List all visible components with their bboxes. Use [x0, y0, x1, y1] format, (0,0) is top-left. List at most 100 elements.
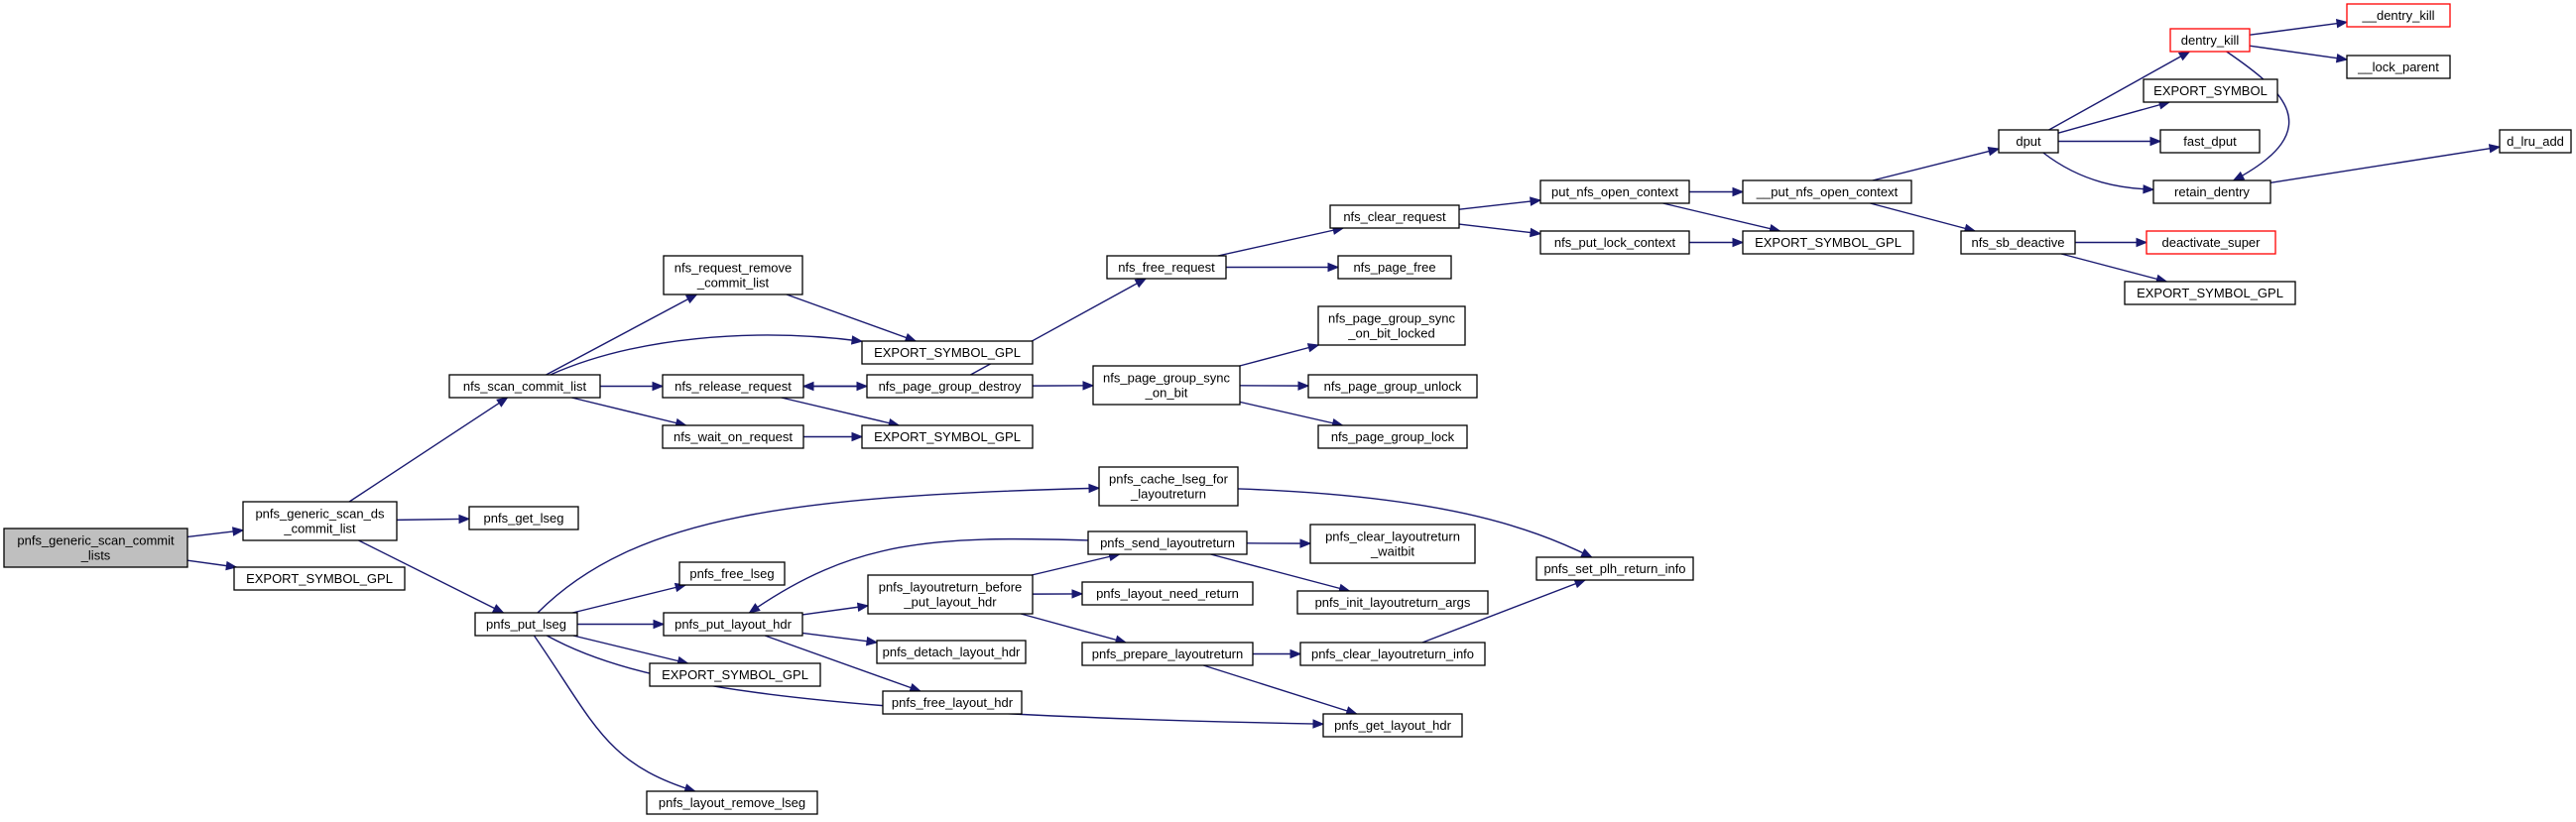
node-gen-scan-ds[interactable]: pnfs_generic_scan_ds_commit_list [242, 501, 398, 541]
node-box[interactable] [1307, 374, 1478, 399]
node-box[interactable] [1098, 466, 1239, 507]
node-d-lru-add[interactable]: d_lru_add [2499, 129, 2572, 154]
node-box[interactable] [646, 790, 818, 815]
node-pnfs-detach-layout-hdr[interactable]: pnfs_detach_layout_hdr [876, 640, 1027, 664]
node-nfs-request-remove[interactable]: nfs_request_remove_commit_list [663, 255, 803, 295]
node-root[interactable]: pnfs_generic_scan_commit_lists [3, 528, 188, 568]
node-box[interactable] [2346, 3, 2451, 28]
node-pnfs-put-lseg[interactable]: pnfs_put_lseg [474, 612, 578, 637]
node-nfs-page-group-destroy[interactable]: nfs_page_group_destroy [866, 374, 1034, 399]
node-box[interactable] [662, 424, 804, 449]
node-box[interactable] [2143, 78, 2278, 103]
node-nfs-page-group-lock[interactable]: nfs_page_group_lock [1317, 424, 1468, 449]
node-pnfs-prepare-layoutreturn[interactable]: pnfs_prepare_layoutreturn [1081, 642, 1254, 666]
node-pnfs-cache-lseg[interactable]: pnfs_cache_lseg_for_layoutreturn [1098, 466, 1239, 507]
node-pnfs-put-layout-hdr[interactable]: pnfs_put_layout_hdr [663, 612, 803, 637]
node-box[interactable] [1299, 642, 1486, 666]
node-box[interactable] [1106, 255, 1227, 280]
node-export-gpl-a[interactable]: EXPORT_SYMBOL_GPL [861, 340, 1034, 365]
node---put-nfs-open-context[interactable]: __put_nfs_open_context [1742, 179, 1912, 204]
node-nfs-page-group-unlock[interactable]: nfs_page_group_unlock [1307, 374, 1478, 399]
node-box[interactable] [882, 690, 1023, 715]
node-nfs-free-request[interactable]: nfs_free_request [1106, 255, 1227, 280]
node-dput[interactable]: dput [1998, 129, 2059, 154]
node-box[interactable] [2152, 179, 2271, 204]
node-pnfs-clear-layoutreturn-info[interactable]: pnfs_clear_layoutreturn_info [1299, 642, 1486, 666]
node-retain-dentry[interactable]: retain_dentry [2152, 179, 2271, 204]
node-pnfs-free-lseg[interactable]: pnfs_free_lseg [678, 561, 786, 586]
node-pnfs-send-layoutreturn[interactable]: pnfs_send_layoutreturn [1087, 530, 1248, 555]
node-box[interactable] [1535, 556, 1694, 581]
node-box[interactable] [662, 374, 804, 399]
node-put-nfs-open-context[interactable]: put_nfs_open_context [1539, 179, 1690, 204]
node-box[interactable] [876, 640, 1027, 664]
node-box[interactable] [2169, 28, 2251, 53]
node-box[interactable] [1742, 230, 1914, 255]
node-box[interactable] [1960, 230, 2076, 255]
node---lock-parent[interactable]: __lock_parent [2346, 55, 2451, 79]
node-pnfs-layout-remove-lseg[interactable]: pnfs_layout_remove_lseg [646, 790, 818, 815]
node-fast-dput[interactable]: fast_dput [2159, 129, 2261, 154]
node-nfs-clear-request[interactable]: nfs_clear_request [1329, 204, 1460, 229]
node-box[interactable] [1742, 179, 1912, 204]
node-box[interactable] [448, 374, 601, 399]
node-box[interactable] [867, 574, 1034, 615]
node-box[interactable] [1539, 230, 1690, 255]
node-box[interactable] [1317, 305, 1466, 346]
node-pnfs-free-layout-hdr[interactable]: pnfs_free_layout_hdr [882, 690, 1023, 715]
node---dentry-kill[interactable]: __dentry_kill [2346, 3, 2451, 28]
node-nfs-put-lock-context[interactable]: nfs_put_lock_context [1539, 230, 1690, 255]
node-box[interactable] [1081, 642, 1254, 666]
node-nfs-page-group-sync-on-bit[interactable]: nfs_page_group_sync_on_bit [1092, 365, 1241, 406]
node-box[interactable] [1317, 424, 1468, 449]
node-box[interactable] [663, 612, 803, 637]
node-box[interactable] [866, 374, 1034, 399]
node-box[interactable] [474, 612, 578, 637]
node-box[interactable] [1998, 129, 2059, 154]
node-box[interactable] [1092, 365, 1241, 406]
node-box[interactable] [2124, 281, 2296, 305]
node-box[interactable] [2499, 129, 2572, 154]
node-box[interactable] [1539, 179, 1690, 204]
node-nfs-scan-commit-list[interactable]: nfs_scan_commit_list [448, 374, 601, 399]
node-export-symbol[interactable]: EXPORT_SYMBOL [2143, 78, 2278, 103]
node-box[interactable] [678, 561, 786, 586]
node-box[interactable] [233, 566, 406, 591]
node-box[interactable] [3, 528, 188, 568]
node-box[interactable] [1081, 581, 1254, 606]
node-pnfs-set-plh-return-info[interactable]: pnfs_set_plh_return_info [1535, 556, 1694, 581]
node-export-gpl-b[interactable]: EXPORT_SYMBOL_GPL [861, 424, 1034, 449]
node-pnfs-clear-layoutreturn-waitbit[interactable]: pnfs_clear_layoutreturn_waitbit [1309, 524, 1476, 564]
node-nfs-page-free[interactable]: nfs_page_free [1337, 255, 1452, 280]
node-box[interactable] [1309, 524, 1476, 564]
node-pnfs-get-layout-hdr[interactable]: pnfs_get_layout_hdr [1322, 713, 1463, 738]
node-box[interactable] [1337, 255, 1452, 280]
node-box[interactable] [1296, 590, 1489, 615]
node-box[interactable] [2159, 129, 2261, 154]
node-nfs-wait-on-request[interactable]: nfs_wait_on_request [662, 424, 804, 449]
node-box[interactable] [1329, 204, 1460, 229]
node-box[interactable] [2346, 55, 2451, 79]
node-box[interactable] [861, 340, 1034, 365]
node-box[interactable] [2146, 230, 2276, 255]
node-box[interactable] [649, 662, 821, 687]
node-box[interactable] [861, 424, 1034, 449]
node-pnfs-init-layoutreturn-args[interactable]: pnfs_init_layoutreturn_args [1296, 590, 1489, 615]
node-box[interactable] [468, 506, 579, 530]
node-export-gpl-root[interactable]: EXPORT_SYMBOL_GPL [233, 566, 406, 591]
node-nfs-sb-deactive[interactable]: nfs_sb_deactive [1960, 230, 2076, 255]
node-box[interactable] [242, 501, 398, 541]
node-export-gpl-e[interactable]: EXPORT_SYMBOL_GPL [649, 662, 821, 687]
node-dentry-kill[interactable]: dentry_kill [2169, 28, 2251, 53]
node-pnfs-layoutreturn-before[interactable]: pnfs_layoutreturn_before_put_layout_hdr [867, 574, 1034, 615]
node-export-gpl-d[interactable]: EXPORT_SYMBOL_GPL [2124, 281, 2296, 305]
node-box[interactable] [663, 255, 803, 295]
node-pnfs-layout-need-return[interactable]: pnfs_layout_need_return [1081, 581, 1254, 606]
node-box[interactable] [1087, 530, 1248, 555]
node-nfs-release-request[interactable]: nfs_release_request [662, 374, 804, 399]
node-nfs-page-group-sync-on-bit-locked[interactable]: nfs_page_group_sync_on_bit_locked [1317, 305, 1466, 346]
node-export-gpl-c[interactable]: EXPORT_SYMBOL_GPL [1742, 230, 1914, 255]
node-pnfs-get-lseg[interactable]: pnfs_get_lseg [468, 506, 579, 530]
node-box[interactable] [1322, 713, 1463, 738]
node-deactivate-super[interactable]: deactivate_super [2146, 230, 2276, 255]
